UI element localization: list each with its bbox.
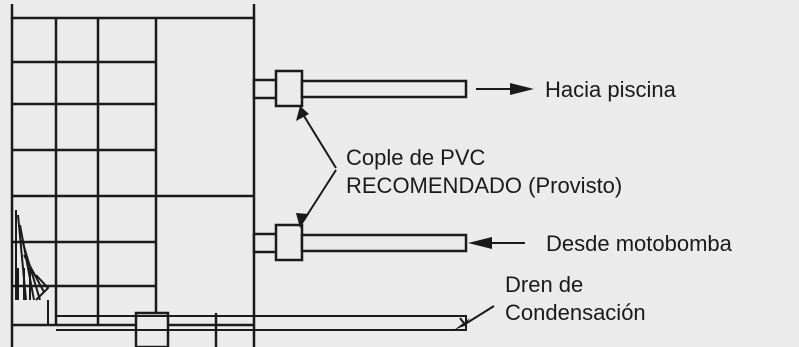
from-pump-label: Desde motobomba [546, 231, 733, 256]
coupling-label-line1: Cople de PVC [346, 145, 486, 170]
fan-fins [15, 210, 50, 301]
from-pump-arrow [468, 237, 525, 249]
coupling-pointer-arrows [296, 106, 337, 228]
coupling-label-line2: RECOMENDADO (Provisto) [346, 173, 622, 198]
inlet-pipe [252, 223, 468, 262]
heat-pump-unit [10, 4, 256, 347]
drain-label-line2: Condensación [505, 300, 646, 325]
to-pool-label: Hacia piscina [545, 77, 677, 102]
drain-label-line1: Dren de [505, 272, 583, 297]
outlet-pipe [252, 69, 468, 108]
drain-pointer-arrow [454, 305, 495, 330]
to-pool-arrow [476, 83, 534, 95]
